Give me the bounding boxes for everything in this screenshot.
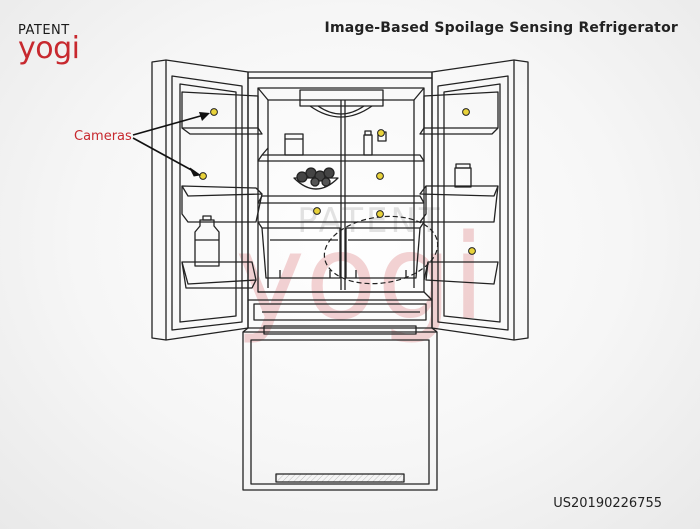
camera-center-right-upper-icon: [377, 173, 384, 180]
arrow-head-top-icon: [199, 112, 210, 121]
cameras-callout: Cameras: [74, 112, 210, 176]
jar-item: [455, 164, 471, 187]
cameras-label: Cameras: [74, 129, 132, 144]
bottle-item: [364, 131, 372, 155]
camera-center-left-icon: [314, 208, 321, 215]
camera-right-mid-icon: [469, 248, 476, 255]
patent-number: US20190226755: [553, 496, 662, 511]
camera-left-top-icon: [211, 109, 218, 116]
camera-center-right-icon: [377, 211, 384, 218]
arrow-head-bottom-icon: [190, 168, 200, 176]
milk-bottle: [195, 216, 219, 266]
watermark: PATENT yogi: [235, 201, 485, 346]
watermark-yogi-text: yogi: [235, 208, 485, 346]
callout-arrow-top: [133, 115, 204, 135]
callout-arrow-bottom: [133, 138, 195, 172]
camera-left-mid-icon: [200, 173, 207, 180]
fruit-bowl: [294, 168, 338, 189]
box-item: [285, 134, 303, 155]
camera-right-top-icon: [463, 109, 470, 116]
camera-top-center-icon: [378, 130, 385, 137]
freezer-drawer: [243, 326, 437, 490]
